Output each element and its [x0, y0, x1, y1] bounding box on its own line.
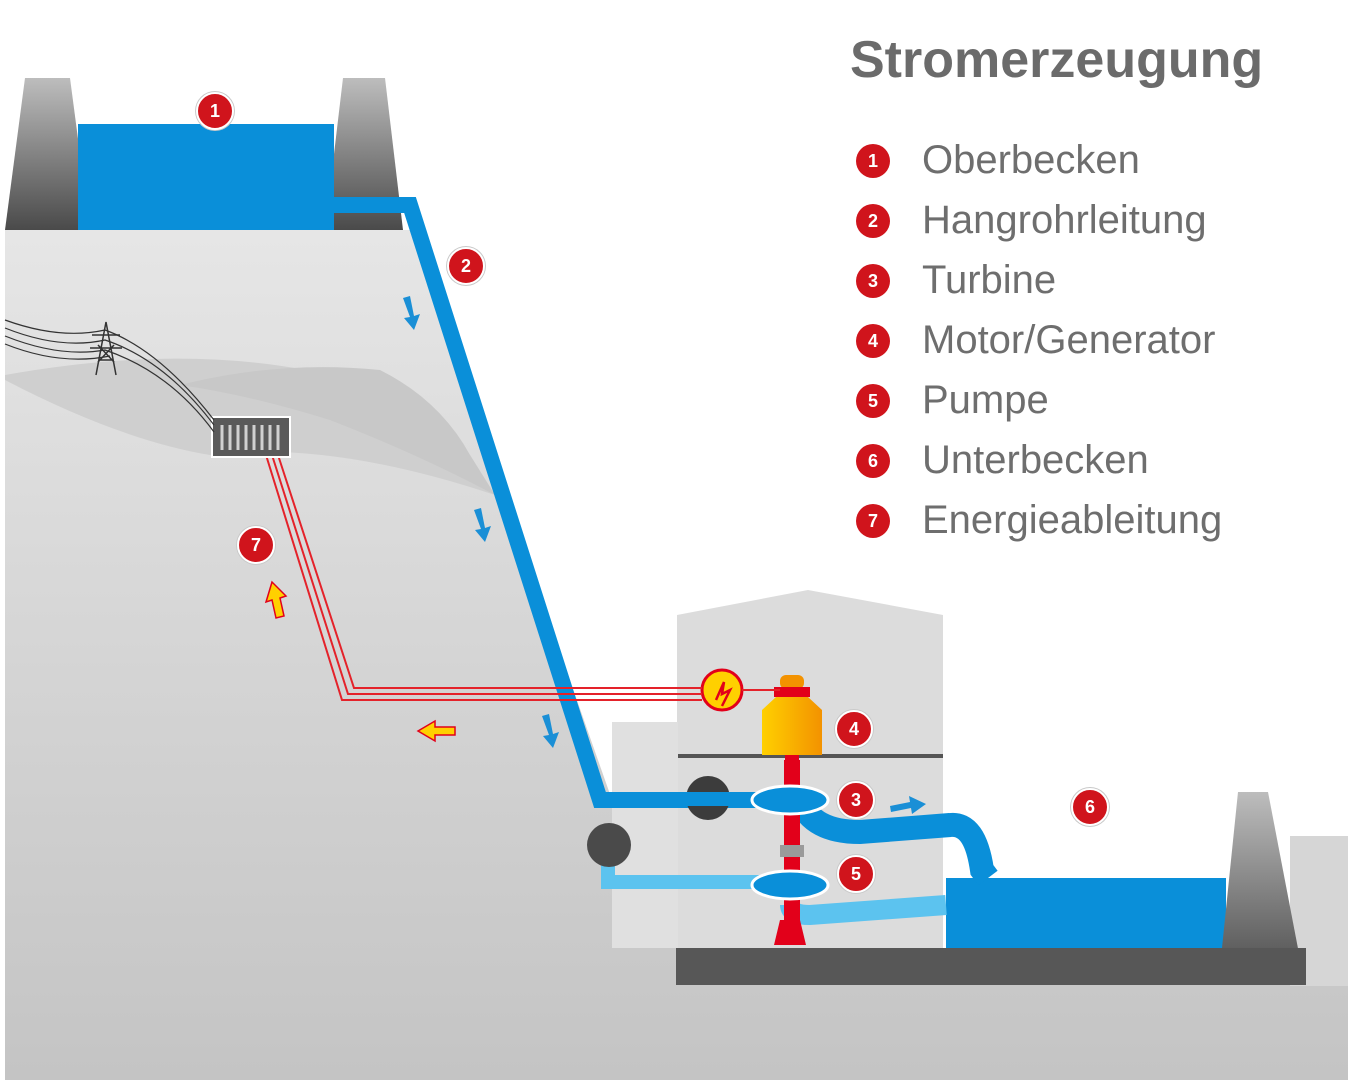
- lightning-icon: [714, 681, 733, 707]
- generator-body: [762, 697, 822, 755]
- generator-cap: [780, 675, 804, 689]
- shaft-coupling: [780, 845, 804, 857]
- lower-reservoir-water: [946, 878, 1226, 948]
- legend-number-badge: 1: [856, 144, 890, 178]
- legend-number-badge: 4: [856, 324, 890, 358]
- legend-label: Hangrohrleitung: [922, 198, 1207, 242]
- legend-number-badge: 7: [856, 504, 890, 538]
- legend-label: Pumpe: [922, 378, 1049, 422]
- turbine-outlet-pipe: [788, 795, 998, 886]
- legend-label: Oberbecken: [922, 138, 1140, 182]
- valve-lower: [587, 823, 631, 867]
- transmission-lines: [4, 319, 215, 433]
- legend-label: Turbine: [922, 258, 1057, 302]
- marker-energy-line: 7: [237, 526, 275, 564]
- legend-label: Energieableitung: [922, 498, 1223, 542]
- draft-tube: [774, 920, 806, 945]
- flow-arrows: [403, 296, 926, 814]
- legend-label: Unterbecken: [922, 438, 1149, 482]
- energy-arrows: [264, 580, 456, 743]
- powerhouse: [677, 590, 943, 948]
- pump-outlet-pipe: [780, 895, 947, 926]
- legend-number-badge: 6: [856, 444, 890, 478]
- legend-label: Motor/Generator: [922, 318, 1216, 362]
- generator-band: [774, 687, 810, 697]
- legend-number-badge: 5: [856, 384, 890, 418]
- penstock: [322, 197, 765, 808]
- upper-dam-left: [5, 78, 90, 230]
- marker-turbine: 3: [837, 781, 875, 819]
- tunnel-area: [180, 367, 495, 495]
- valve-upper-cover: [686, 792, 736, 806]
- page-title: Stromerzeugung: [850, 31, 1264, 89]
- legend-number-badge: 2: [856, 204, 890, 238]
- upper-dam-right: [325, 78, 403, 230]
- pylon-icon: [90, 321, 122, 376]
- legend-number-badge: 3: [856, 264, 890, 298]
- power-line: [265, 454, 780, 701]
- upper-reservoir-floor: [90, 188, 325, 230]
- powerhouse-floor: [676, 948, 1306, 985]
- marker-pump: 5: [837, 855, 875, 893]
- marker-lower-reservoir: 6: [1071, 788, 1109, 826]
- marker-motor-generator: 4: [835, 710, 873, 748]
- marker-penstock: 2: [447, 247, 485, 285]
- substation-grille: [220, 425, 280, 450]
- generator-shaft-top: [785, 755, 799, 767]
- marker-upper-reservoir: 1: [196, 92, 234, 130]
- pump-housing: [750, 869, 830, 901]
- turbine-housing: [750, 784, 830, 816]
- lower-dam: [1222, 792, 1305, 985]
